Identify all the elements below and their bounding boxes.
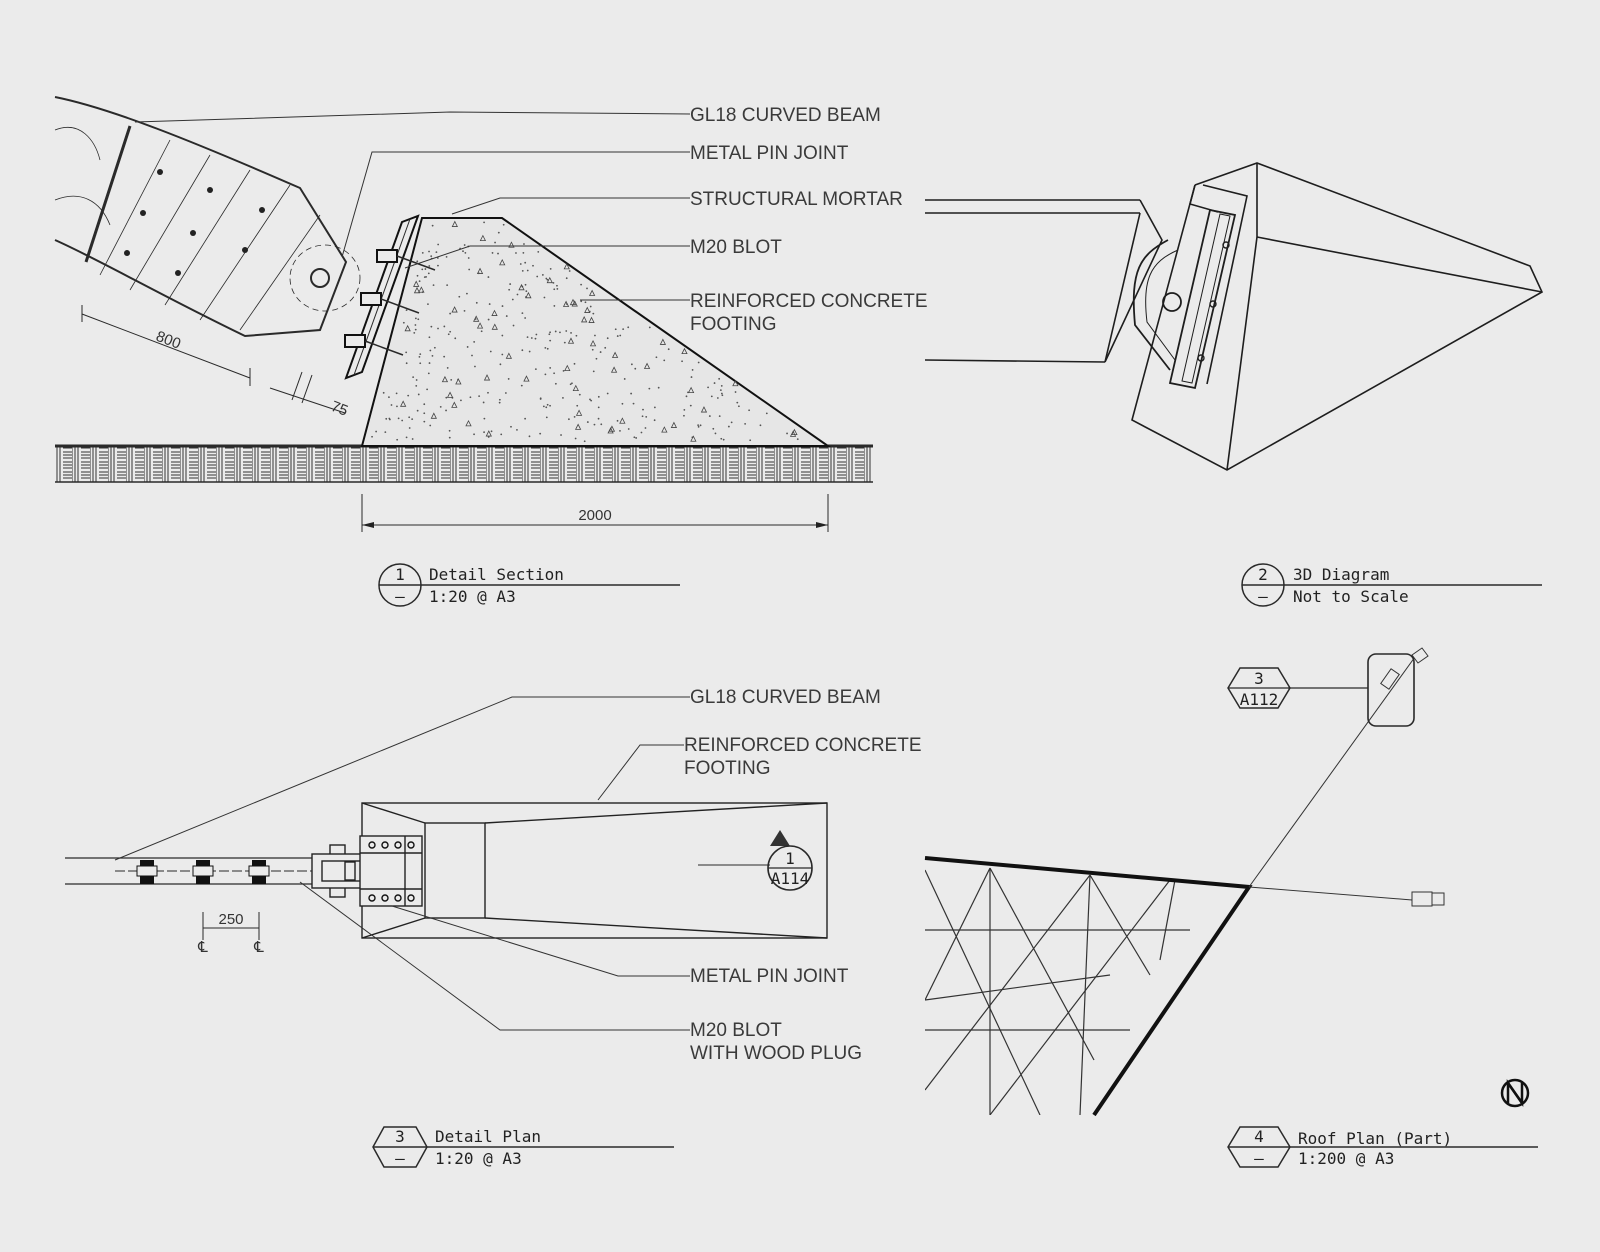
roof-edge <box>924 856 1253 1117</box>
diagram-3d <box>924 162 1544 471</box>
dimension-800: 800 <box>81 305 251 386</box>
marker-number: 1 <box>785 849 795 868</box>
plan-label-footing-line2: FOOTING <box>684 758 771 779</box>
curved-beam <box>54 96 361 338</box>
tb4-sheet: – <box>1254 1149 1264 1168</box>
roof-strut-ends <box>1380 647 1445 907</box>
plan-anchor-bolts <box>368 841 415 902</box>
detail-section: 800 75 2000 GL18 CURVED BEAM METAL PIN J… <box>54 96 928 607</box>
tb1-sheet: – <box>395 587 405 606</box>
tb4-title: Roof Plan (Part) <box>1298 1129 1452 1148</box>
centerline-mark-2: ℄ <box>253 939 264 956</box>
ground-hatch <box>55 446 873 482</box>
centerline-mark-1: ℄ <box>197 939 208 956</box>
leaders-section <box>134 111 691 301</box>
tb2-sheet: – <box>1258 587 1268 606</box>
tb4-scale: 1:200 @ A3 <box>1298 1149 1394 1168</box>
title-block-3: 3 – Detail Plan 1:20 @ A3 <box>372 1126 674 1168</box>
tb4-number: 4 <box>1254 1127 1264 1146</box>
label-gl18-beam: GL18 CURVED BEAM <box>690 105 881 126</box>
tb2-title: 3D Diagram <box>1293 565 1389 584</box>
north-arrow-icon <box>1500 1078 1530 1108</box>
callout-number: 3 <box>1254 669 1264 688</box>
tb3-title: Detail Plan <box>435 1127 541 1146</box>
concrete-footing <box>360 217 832 447</box>
dim-800-text: 800 <box>154 328 183 353</box>
marker-sheet: A114 <box>771 869 810 888</box>
label-structural-mortar: STRUCTURAL MORTAR <box>690 189 903 210</box>
tb3-number: 3 <box>395 1127 405 1146</box>
tb2-scale: Not to Scale <box>1293 587 1409 606</box>
dimension-75: 75 <box>269 371 351 420</box>
label-footing-line1: REINFORCED CONCRETE <box>690 291 928 312</box>
dim-250-text: 250 <box>218 911 243 928</box>
leaders-plan <box>114 696 690 1031</box>
dimension-2000: 2000 <box>361 494 829 532</box>
tb1-title: Detail Section <box>429 565 564 584</box>
tb1-number: 1 <box>395 565 405 584</box>
tb3-scale: 1:20 @ A3 <box>435 1149 522 1168</box>
plan-label-m20-bolt: M20 BLOT <box>690 1020 782 1041</box>
section-marker-a114: 1 A114 <box>698 830 813 891</box>
dim-75-text: 75 <box>329 398 351 420</box>
plan-label-wood-plug: WITH WOOD PLUG <box>690 1043 862 1064</box>
tb3-sheet: – <box>395 1149 405 1168</box>
detail-plan: 1 A114 250 ℄ ℄ GL18 CURVED BEAM REINFORC… <box>65 687 922 1168</box>
tb1-scale: 1:20 @ A3 <box>429 587 516 606</box>
plan-label-gl18-beam: GL18 CURVED BEAM <box>690 687 881 708</box>
m20-bolts <box>344 249 436 356</box>
title-block-1: 1 – Detail Section 1:20 @ A3 <box>378 563 680 607</box>
roof-plan: 3 A112 4 – Roof Plan (Part) 1:200 @ A3 <box>924 647 1538 1168</box>
label-metal-pin: METAL PIN JOINT <box>690 143 849 164</box>
plan-pin-joint <box>311 844 367 898</box>
roof-callout-a112: 3 A112 <box>1227 653 1415 727</box>
dimension-250: 250 ℄ ℄ <box>197 911 264 956</box>
title-block-4: 4 – Roof Plan (Part) 1:200 @ A3 <box>1227 1126 1538 1168</box>
plan-bolts <box>136 860 270 884</box>
tb2-number: 2 <box>1258 565 1268 584</box>
label-footing-line2: FOOTING <box>690 314 777 335</box>
plan-label-metal-pin: METAL PIN JOINT <box>690 966 849 987</box>
callout-sheet: A112 <box>1240 690 1279 709</box>
bracket-plate <box>344 214 436 380</box>
title-block-2: 2 – 3D Diagram Not to Scale <box>1241 563 1542 607</box>
label-m20-bolt: M20 BLOT <box>690 237 782 258</box>
dim-2000-text: 2000 <box>578 507 611 524</box>
plan-label-footing-line1: REINFORCED CONCRETE <box>684 735 922 756</box>
